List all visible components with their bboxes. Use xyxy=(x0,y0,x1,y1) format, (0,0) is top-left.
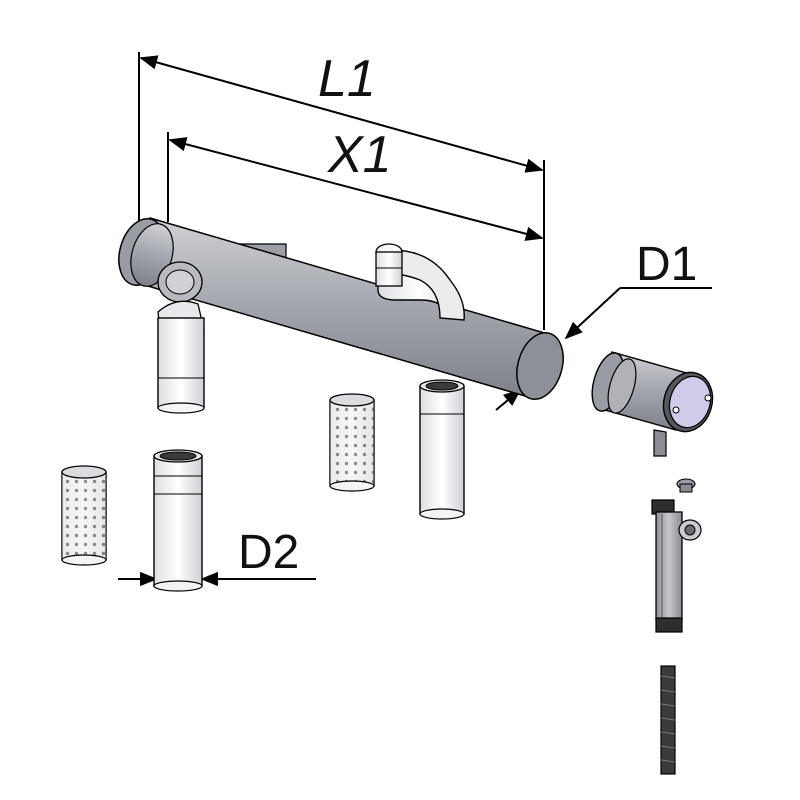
pipe-piece-center xyxy=(419,379,465,520)
upper-elbow xyxy=(375,243,465,321)
perforated-screen-center xyxy=(329,393,375,492)
lower-elbow xyxy=(157,300,205,414)
label-l1: L1 xyxy=(318,50,376,108)
small-plug xyxy=(676,478,696,493)
threaded-rod xyxy=(660,665,676,775)
pipe-piece-left xyxy=(153,449,203,592)
label-d1: D1 xyxy=(636,238,697,291)
label-d2: D2 xyxy=(238,526,299,579)
dimension-x1 xyxy=(167,132,544,241)
perforated-screen-left xyxy=(61,465,107,566)
label-x1: X1 xyxy=(327,126,392,184)
condensate-trap xyxy=(651,499,702,633)
end-cap-assembly xyxy=(591,351,714,457)
